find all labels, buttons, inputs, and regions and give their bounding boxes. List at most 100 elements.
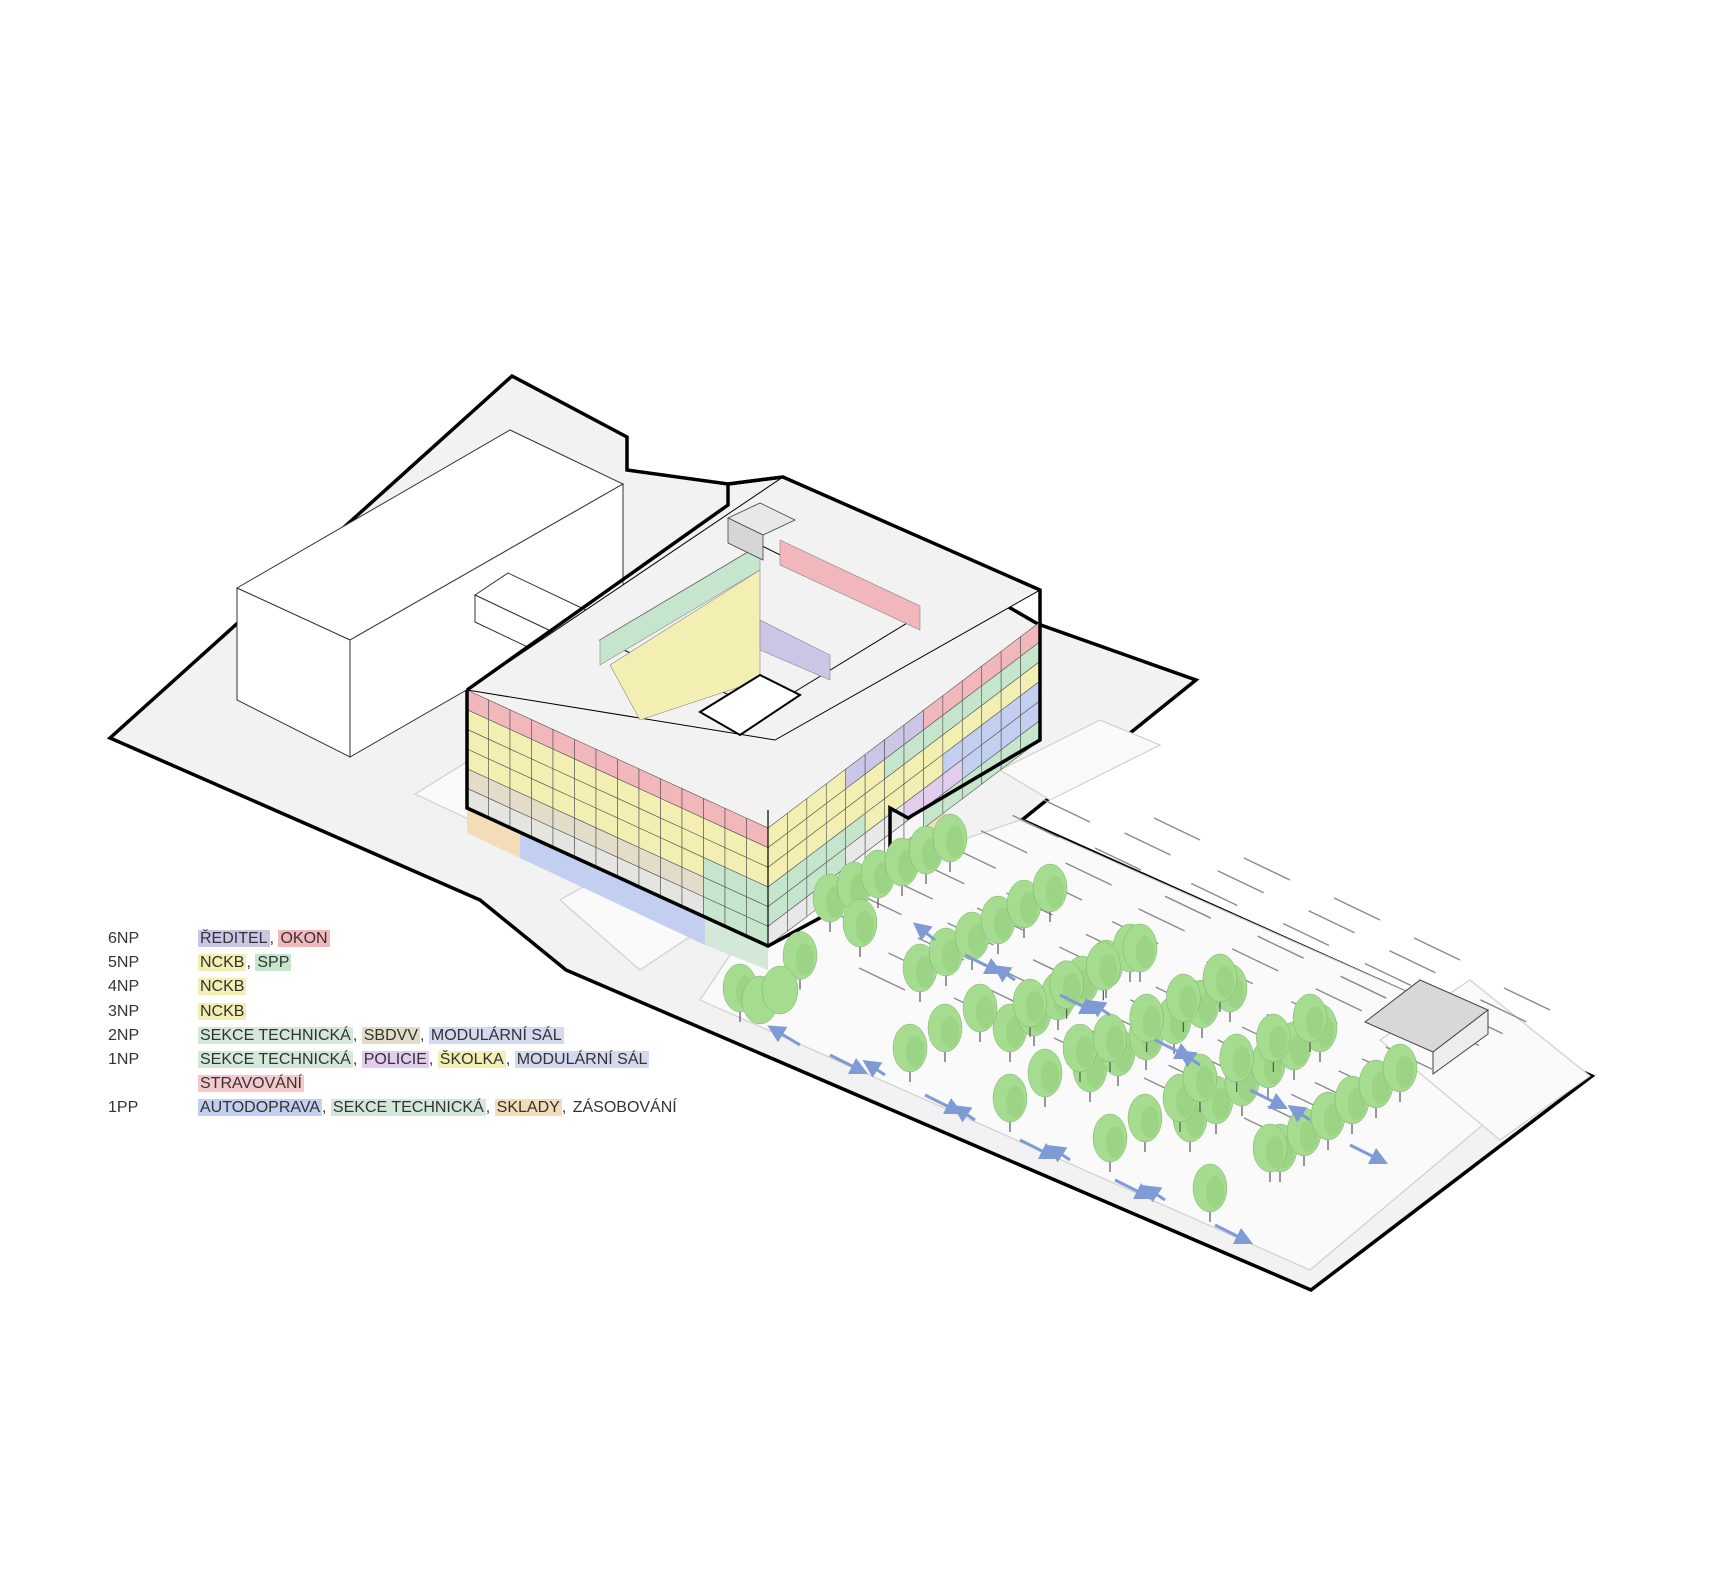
legend-row: 2NP SEKCE TECHNICKÁ, SBDVV, MODULÁRNÍ SÁL	[108, 1025, 808, 1049]
traffic-arrows	[767, 922, 1389, 1245]
tree-shade	[994, 908, 1012, 940]
tree-shade	[1266, 1136, 1284, 1168]
traffic-arrow	[1177, 1050, 1201, 1068]
tree-shade	[1232, 1046, 1251, 1078]
stall-line	[1217, 870, 1264, 894]
tree-shade	[1269, 1026, 1288, 1058]
traffic-arrow	[767, 1025, 801, 1047]
tree-shade	[1106, 1026, 1124, 1058]
stall-line	[1308, 910, 1355, 934]
legend-row: 1PP AUTODOPRAVA, SEKCE TECHNICKÁ, SKLADY,…	[108, 1097, 808, 1121]
traffic-arrow	[1047, 1145, 1071, 1163]
rooftop-block-front	[727, 517, 764, 561]
tree-shade	[1196, 1066, 1214, 1098]
legend-item: SKLADY	[494, 1099, 562, 1117]
tree-shade	[941, 1016, 959, 1048]
tree-shade	[1306, 1006, 1324, 1038]
tree-shade	[1062, 972, 1081, 1005]
traffic-arrow	[924, 1093, 964, 1115]
legend-floor-label: 6NP	[108, 930, 140, 947]
stall-line	[1257, 935, 1304, 959]
tree-shade	[796, 943, 814, 976]
stall-line	[1333, 897, 1381, 921]
legend-separator: ,	[269, 930, 279, 947]
garage	[1364, 979, 1489, 1075]
legend-item: OKON	[278, 930, 330, 947]
legend-item: STRAVOVÁNÍ	[198, 1075, 304, 1093]
tree-shade	[906, 1036, 924, 1068]
traffic-arrow	[862, 1060, 886, 1078]
legend-item: MODULÁRNÍ SÁL	[514, 1050, 650, 1068]
stall-line	[1043, 799, 1091, 823]
traffic-arrow	[992, 965, 1016, 983]
traffic-arrow	[1114, 1178, 1154, 1200]
trees	[722, 813, 1418, 1222]
legend-items: ŘEDITEL, OKON	[198, 928, 330, 950]
stall-line	[1315, 988, 1363, 1012]
tree-shade	[1136, 936, 1154, 968]
legend-item: SEKCE TECHNICKÁ	[330, 1099, 486, 1117]
stall-line	[1243, 857, 1291, 881]
tree-shade	[1106, 1126, 1124, 1158]
stall-line	[1094, 847, 1142, 871]
legend-item: SEKCE TECHNICKÁ	[198, 1050, 353, 1068]
legend-floor-label: 1PP	[108, 1099, 139, 1117]
legend-item: ZÁSOBOVÁNÍ	[572, 1099, 677, 1117]
traffic-arrow	[952, 1105, 976, 1123]
legend-separator: ,	[485, 1099, 495, 1117]
stall-line	[1340, 975, 1387, 999]
courtyard-inner-wall-pink	[779, 539, 921, 631]
legend-row: STRAVOVÁNÍ	[108, 1073, 808, 1097]
legend-separator: ,	[561, 1099, 571, 1117]
traffic-arrow	[912, 922, 936, 942]
tree-shade	[1179, 986, 1198, 1018]
traffic-arrow	[1214, 1223, 1254, 1245]
tree-shade	[1046, 876, 1064, 908]
traffic-arrow	[1059, 993, 1099, 1015]
road-right	[998, 719, 1162, 801]
stall-line	[1065, 862, 1112, 886]
tree-shade	[916, 956, 934, 988]
legend-row: 4NP NCKB	[108, 976, 808, 1000]
legend-item: MODULÁRNÍ SÁL	[428, 1026, 564, 1044]
stall-line	[858, 967, 906, 991]
tree-shade	[1006, 1086, 1024, 1118]
legend-item: SBDVV	[361, 1026, 420, 1044]
existing-building	[235, 429, 625, 758]
traffic-arrow	[1349, 1143, 1389, 1165]
tree-shade	[976, 996, 994, 1028]
legend-item: NCKB	[198, 978, 247, 996]
legend-separator: ,	[505, 1050, 515, 1068]
tree-shade	[1141, 1106, 1159, 1138]
stall-line	[1282, 922, 1330, 947]
garage-front	[1432, 1008, 1489, 1075]
stall-line	[1480, 999, 1527, 1023]
legend-separator: ,	[352, 1050, 362, 1068]
tree-shade	[1290, 1034, 1308, 1066]
traffic-arrow	[964, 953, 1004, 975]
tree-shade	[1076, 1036, 1094, 1068]
legend-items: AUTODOPRAVA, SEKCE TECHNICKÁ, SKLADY, ZÁ…	[198, 1097, 679, 1119]
legend-floor-label: 4NP	[108, 978, 140, 996]
legend-separator: ,	[246, 954, 256, 972]
legend-items: STRAVOVÁNÍ	[198, 1073, 304, 1095]
tree-shade	[1099, 954, 1118, 987]
legend-floor-label: 1NP	[108, 1050, 140, 1068]
legend-floor-label: 2NP	[108, 1026, 140, 1044]
tree-shade	[1026, 991, 1044, 1023]
legend-floor-label: 5NP	[108, 954, 140, 972]
legend-items: SEKCE TECHNICKÁ, SBDVV, MODULÁRNÍ SÁL	[198, 1025, 564, 1047]
legend-item: ŠKOLKA	[437, 1050, 506, 1068]
tree-shade	[1206, 1176, 1224, 1208]
traffic-arrow	[829, 1053, 869, 1075]
tree-shade	[946, 826, 964, 858]
legend-item: SEKCE TECHNICKÁ	[198, 1026, 353, 1044]
tree-shade	[968, 924, 986, 956]
traffic-arrow	[1142, 1185, 1166, 1203]
traffic-arrow	[1087, 1000, 1111, 1018]
courtyard-inner-wall-purple	[759, 619, 831, 681]
